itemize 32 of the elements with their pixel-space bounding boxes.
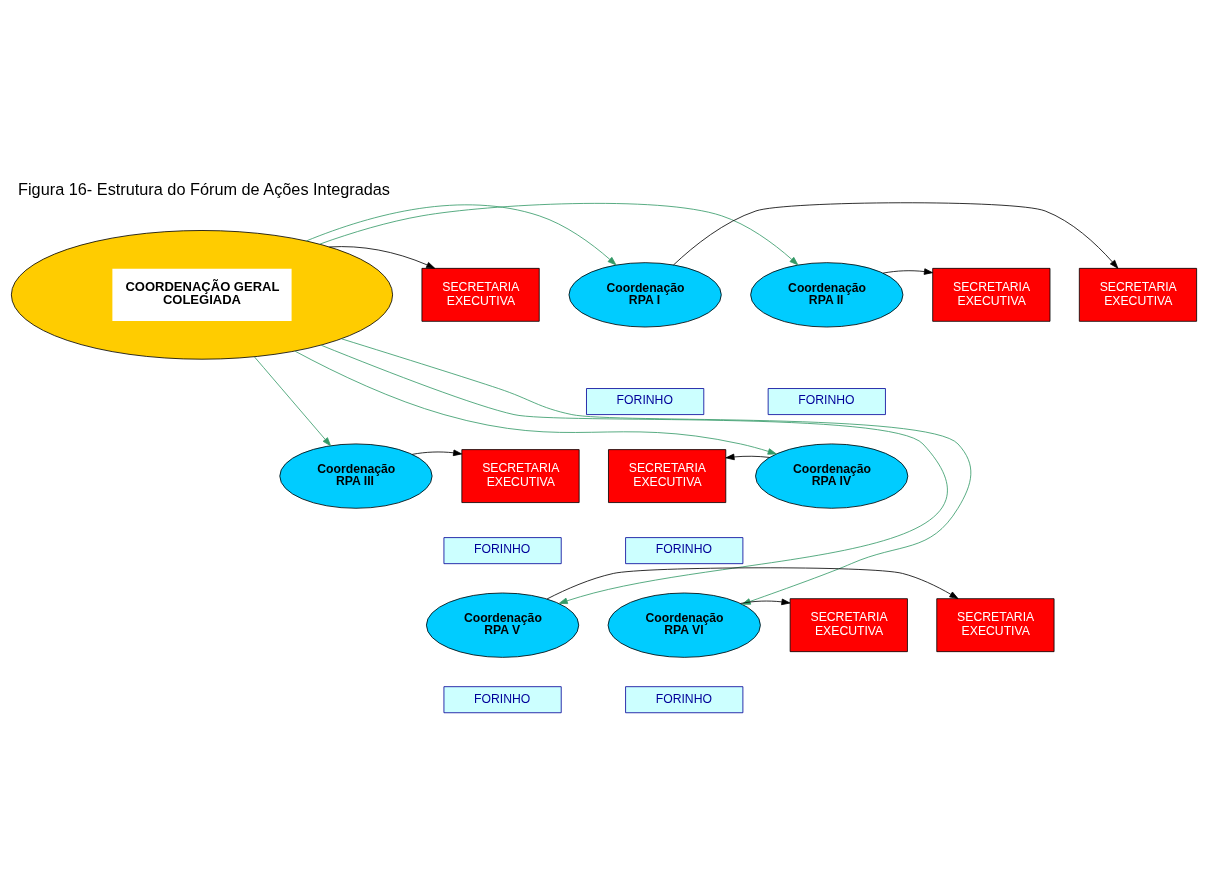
node-box: FORINHO	[625, 686, 744, 714]
arrow	[411, 449, 463, 457]
arrow	[254, 356, 331, 447]
arrow	[305, 204, 617, 266]
arrow	[328, 246, 436, 269]
node-ellipse: Coordenação RPA IV	[755, 443, 909, 509]
node-box: SECRETARIA EXECUTIVA	[421, 267, 540, 322]
node-box: FORINHO	[767, 388, 886, 415]
node-box: SECRETARIA EXECUTIVA	[1078, 267, 1198, 322]
node-box: FORINHO	[443, 537, 562, 565]
node-ellipse: Coordenação RPA III	[279, 443, 433, 509]
node-box: FORINHO	[443, 686, 562, 714]
node-box: FORINHO	[625, 537, 744, 565]
node-box: SECRETARIA EXECUTIVA	[461, 449, 580, 503]
arrow	[882, 268, 933, 275]
node-box: SECRETARIA EXECUTIVA	[608, 449, 727, 503]
node-ellipse: Coordenação RPA I	[568, 262, 722, 328]
node-box: SECRETARIA EXECUTIVA	[932, 267, 1051, 322]
diagram-title: Figura 16- Estrutura do Fórum de Ações Integradas	[18, 179, 390, 198]
arrow	[673, 202, 1119, 269]
arrow	[740, 598, 791, 606]
node-box: FORINHO	[586, 388, 705, 415]
arrow	[319, 202, 799, 266]
node-ellipse: Coordenação RPA VI	[607, 592, 761, 658]
node-ellipse: COORDENAÇÃO GERAL COLEGIADA	[10, 230, 393, 360]
arrow	[294, 350, 777, 455]
arrow	[725, 453, 770, 461]
node-box: SECRETARIA EXECUTIVA	[789, 598, 908, 653]
node-box: SECRETARIA EXECUTIVA	[936, 598, 1055, 653]
arrow	[546, 567, 959, 600]
node-ellipse: Coordenação RPA V	[426, 592, 580, 658]
node-ellipse: Coordenação RPA II	[750, 262, 904, 328]
